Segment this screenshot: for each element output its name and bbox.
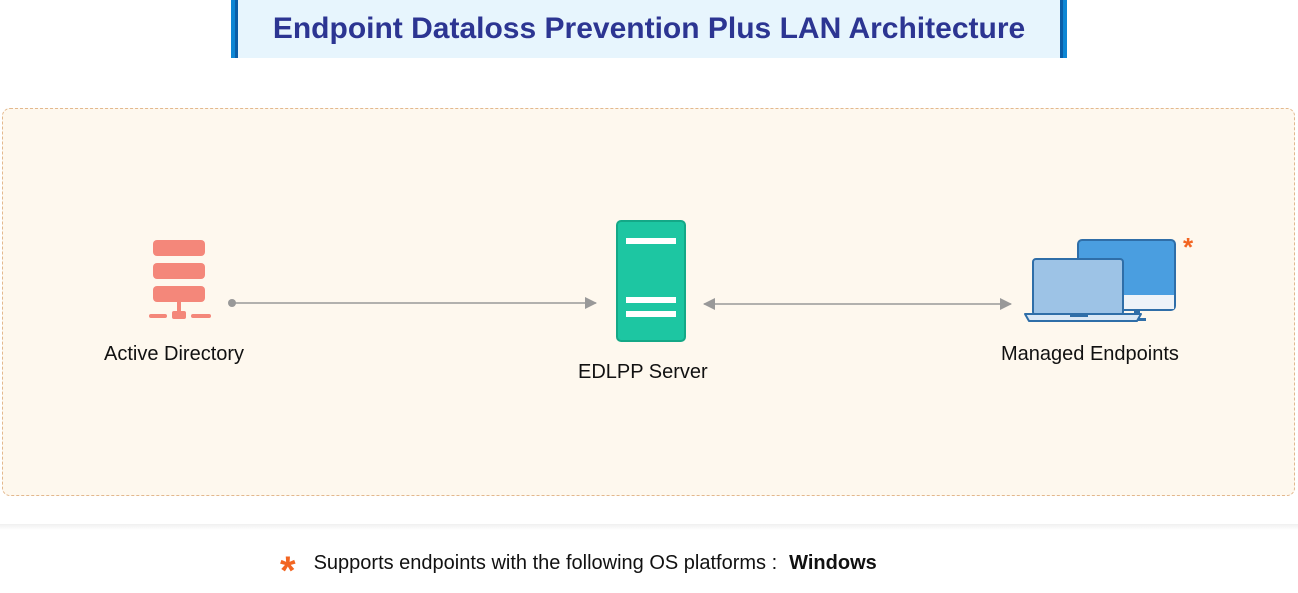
asterisk-icon: * <box>280 549 296 593</box>
diagram-title: Endpoint Dataloss Prevention Plus LAN Ar… <box>272 12 1026 45</box>
footnote: * Supports endpoints with the following … <box>280 548 877 591</box>
server-stack-icon <box>149 240 211 319</box>
edlpp-server-label: EDLPP Server <box>578 361 708 383</box>
divider <box>0 524 1298 530</box>
footnote-os: Windows <box>789 551 877 574</box>
title-banner: Endpoint Dataloss Prevention Plus LAN Ar… <box>231 0 1067 58</box>
tower-server-icon <box>616 220 686 342</box>
platform-note-marker: * <box>1183 232 1194 262</box>
computers-icon <box>1024 239 1176 322</box>
footnote-text: Supports endpoints with the following OS… <box>313 551 778 574</box>
active-directory-label: Active Directory <box>104 343 245 365</box>
managed-endpoints-label: Managed Endpoints <box>1001 343 1179 365</box>
